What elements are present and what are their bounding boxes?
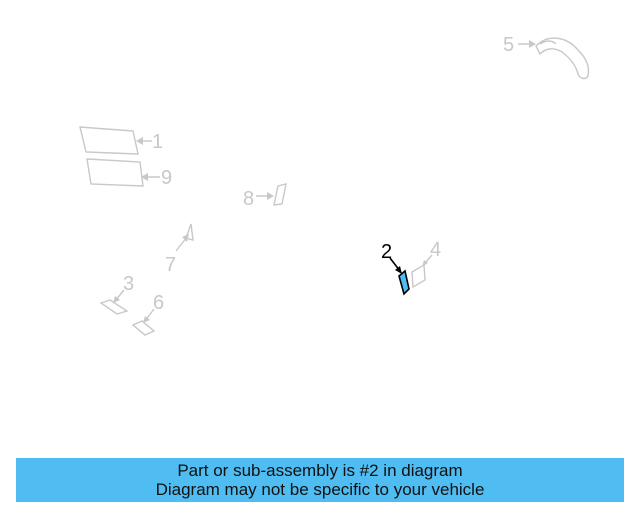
callout-4-arrow <box>422 254 433 267</box>
callout-4: 4 <box>430 239 441 261</box>
callout-7: 7 <box>165 254 176 276</box>
banner-line-part: Part or sub-assembly is #2 in diagram <box>177 461 463 480</box>
callout-3: 3 <box>123 273 134 295</box>
part-3-pad[interactable] <box>99 299 129 315</box>
callout-9: 9 <box>161 167 172 189</box>
callout-8: 8 <box>243 188 254 210</box>
callout-5-arrow <box>518 40 536 48</box>
parts-diagram: 5 1 9 8 7 3 <box>79 34 590 336</box>
part-1-panel[interactable] <box>79 126 139 155</box>
callout-2: 2 <box>381 241 392 263</box>
callout-6-arrow <box>143 308 155 323</box>
callout-1-arrow <box>136 137 152 145</box>
callout-1: 1 <box>152 131 163 153</box>
part-9-panel[interactable] <box>86 158 144 187</box>
callout-3-arrow <box>113 289 125 303</box>
part-7-clip[interactable] <box>185 223 194 241</box>
callout-8-arrow <box>256 192 274 200</box>
part-2-highlighted[interactable] <box>398 269 410 296</box>
part-4-cover[interactable] <box>411 263 426 289</box>
part-8-bracket[interactable] <box>273 183 287 206</box>
callout-5: 5 <box>503 34 514 56</box>
callout-6: 6 <box>153 292 164 314</box>
banner-line-disclaimer: Diagram may not be specific to your vehi… <box>155 480 485 499</box>
part-5-grab-handle[interactable] <box>535 37 590 80</box>
callout-2-arrow <box>389 257 402 274</box>
callout-7-arrow <box>175 234 189 252</box>
info-banner: Part or sub-assembly is #2 in diagram Di… <box>16 458 624 502</box>
part-6-pad[interactable] <box>131 320 156 336</box>
callout-9-arrow <box>141 173 160 181</box>
